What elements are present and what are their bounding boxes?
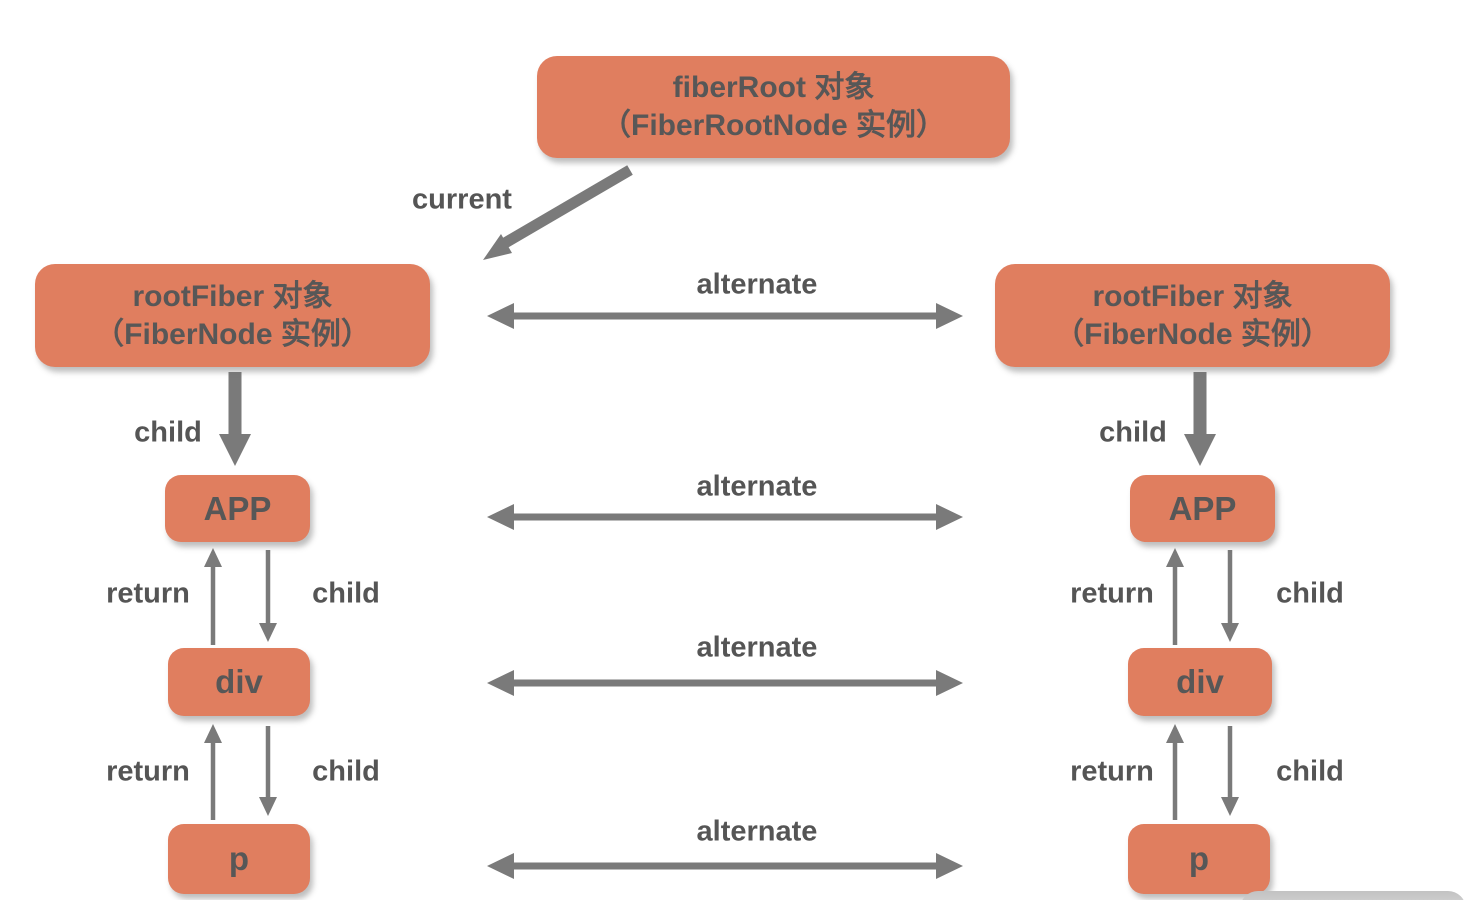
child-label-root-right: child — [1099, 416, 1167, 449]
alternate-label-app: alternate — [696, 470, 818, 503]
fiber-root-node-line1: fiberRoot 对象 — [672, 71, 875, 104]
child-label-root-left: child — [134, 416, 202, 449]
p-node-right-label: p — [1188, 840, 1210, 877]
div-node-right-label: div — [1176, 663, 1224, 700]
p-node-right: p — [1128, 824, 1270, 894]
div-node-right: div — [1128, 648, 1272, 716]
app-node-right: APP — [1130, 475, 1275, 542]
return-arrow-p-div-right — [1166, 724, 1184, 820]
root-fiber-right-line1: rootFiber 对象 — [1092, 279, 1293, 313]
child-label-app-div-left: child — [312, 577, 380, 610]
fiber-root-node: fiberRoot 对象 （FiberRootNode 实例） — [537, 56, 1010, 158]
return-arrow-p-div-left — [204, 724, 222, 820]
child-label-app-div-right: child — [1276, 577, 1344, 610]
alternate-label-div: alternate — [696, 631, 818, 664]
return-label-app-div-right: return — [1070, 577, 1154, 610]
current-label: current — [412, 183, 512, 216]
return-label-div-p-right: return — [1070, 755, 1154, 788]
root-fiber-right-line2: （FiberNode 实例） — [1054, 317, 1331, 351]
child-arrow-app-div-left — [259, 550, 277, 642]
p-node-left-label: p — [228, 840, 250, 877]
div-node-left: div — [168, 648, 310, 716]
alternate-arrow-app — [487, 504, 963, 530]
child-label-div-p-left: child — [312, 755, 380, 788]
alternate-label-p: alternate — [696, 815, 818, 848]
alternate-arrow-p — [487, 853, 963, 879]
root-fiber-node-left: rootFiber 对象 （FiberNode 实例） — [35, 264, 430, 367]
fiber-root-node-line2: （FiberRootNode 实例） — [601, 109, 946, 142]
return-label-app-div-left: return — [106, 577, 190, 610]
child-arrow-root-left — [219, 372, 251, 466]
app-node-right-label: APP — [1168, 489, 1237, 527]
root-fiber-left-line2: （FiberNode 实例） — [94, 317, 371, 351]
child-arrow-div-p-left — [259, 726, 277, 816]
child-label-div-p-right: child — [1276, 755, 1344, 788]
p-node-left: p — [168, 824, 310, 894]
alternate-label-rootfiber: alternate — [696, 268, 818, 301]
child-arrow-div-p-right — [1221, 726, 1239, 816]
div-node-left-label: div — [215, 663, 263, 700]
root-fiber-node-right: rootFiber 对象 （FiberNode 实例） — [995, 264, 1390, 367]
return-arrow-div-app-left — [204, 548, 222, 645]
return-label-div-p-left: return — [106, 755, 190, 788]
app-node-left: APP — [165, 475, 310, 542]
root-fiber-left-line1: rootFiber 对象 — [132, 279, 333, 313]
alternate-arrow-rootfiber — [487, 303, 963, 329]
return-arrow-div-app-right — [1166, 548, 1184, 645]
partial-gray-box — [1240, 891, 1466, 900]
child-arrow-root-right — [1184, 372, 1216, 466]
alternate-arrow-div — [487, 670, 963, 696]
app-node-left-label: APP — [203, 489, 272, 527]
child-arrow-app-div-right — [1221, 550, 1239, 642]
